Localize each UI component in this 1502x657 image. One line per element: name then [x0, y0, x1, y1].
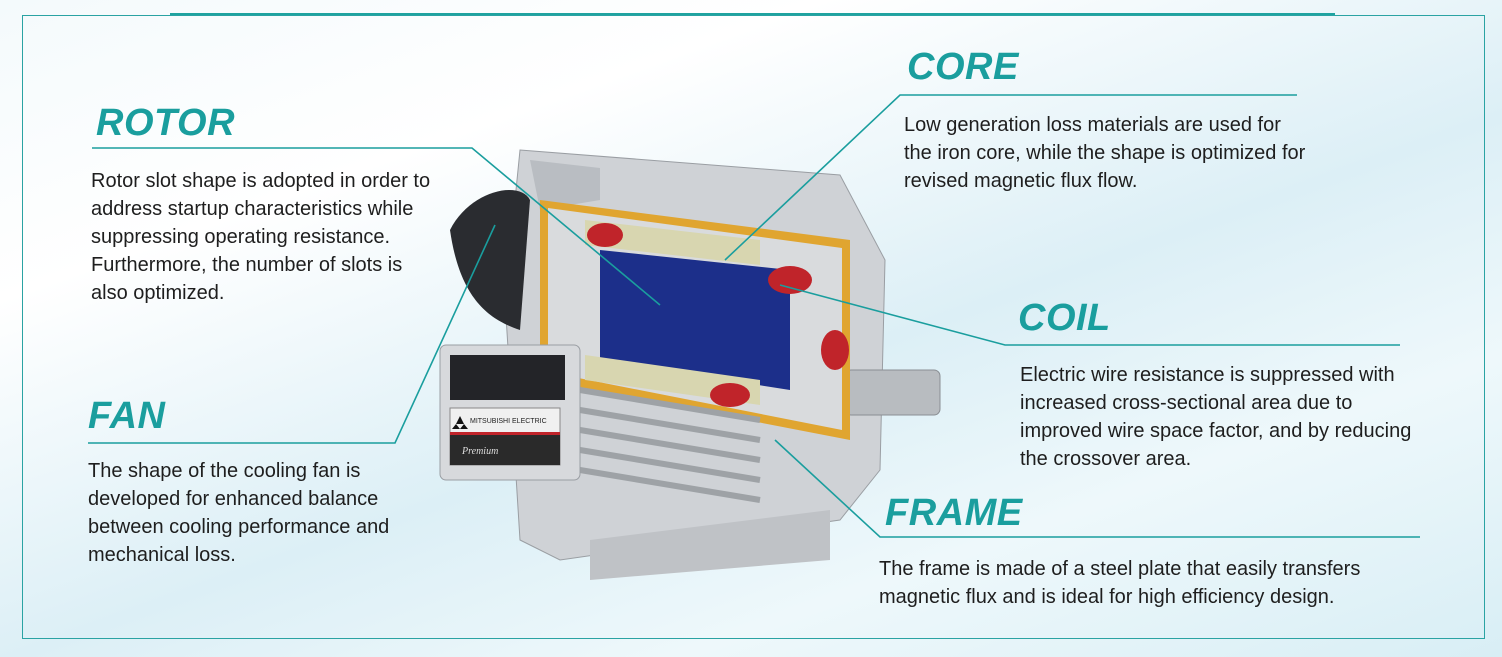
frame-title: FRAME [885, 492, 1023, 534]
coil [768, 266, 812, 294]
coil-description: Electric wire resistance is suppressed w… [1020, 364, 1412, 470]
coil-title: COIL [1018, 297, 1111, 339]
three-diamonds-logo-icon [452, 416, 468, 429]
rotor-title: ROTOR [96, 102, 236, 144]
fan-leader-line [88, 224, 496, 444]
rotor-leader-line [92, 147, 661, 306]
coil-leader-line [779, 284, 1400, 346]
brand-label: MITSUBISHI ELECTRIC [470, 418, 547, 425]
fan-description: The shape of the cooling fan is develope… [88, 460, 390, 566]
frame-leader-line [774, 439, 1420, 538]
core-title: CORE [907, 46, 1019, 88]
frame-description: The frame is made of a steel plate that … [879, 558, 1361, 608]
motor-cutaway: MITSUBISHI ELECTRIC Premium [439, 149, 941, 580]
rotor [600, 250, 790, 390]
core-description: Low generation loss materials are used f… [904, 114, 1306, 192]
diagram-border [22, 15, 1485, 639]
top-accent-bar [170, 13, 1335, 16]
shaft [844, 369, 941, 416]
model-label: Premium [461, 446, 498, 457]
fan-title: FAN [88, 395, 166, 437]
fan [450, 190, 530, 330]
core-leader-line [724, 94, 1297, 261]
rotor-description: Rotor slot shape is adopted in order to … [91, 170, 431, 304]
